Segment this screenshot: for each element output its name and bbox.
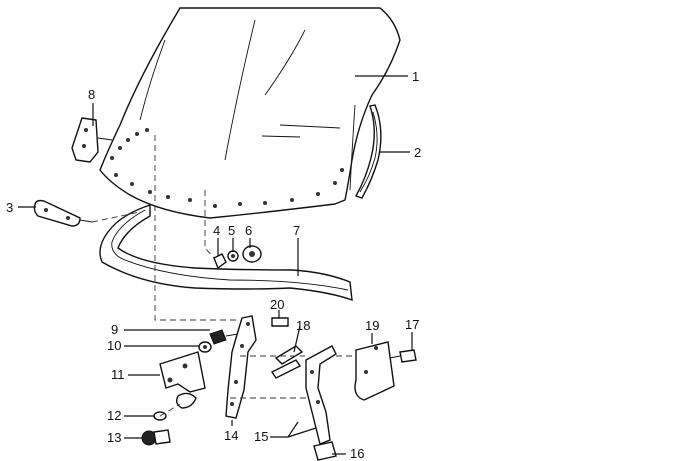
callout-5: 5 — [228, 223, 235, 238]
mounting-plate-part — [159, 351, 206, 409]
screw-part — [141, 429, 171, 446]
clamp-part — [33, 199, 93, 227]
callout-12: 12 — [107, 408, 121, 423]
assembly-lines — [91, 135, 356, 417]
callout-17: 17 — [405, 317, 419, 332]
bottom-clip-part — [313, 441, 337, 461]
washer-part — [198, 341, 212, 353]
callout-10: 10 — [107, 338, 121, 353]
callout-7: 7 — [293, 223, 300, 238]
vertical-bracket-part — [225, 315, 257, 419]
windscreen-part — [99, 7, 401, 219]
block-part — [354, 341, 395, 401]
long-bracket-part — [305, 345, 337, 445]
screw-top-part — [271, 317, 289, 327]
callout-1: 1 — [412, 69, 419, 84]
callout-16: 16 — [350, 446, 364, 461]
callout-4: 4 — [213, 223, 220, 238]
callout-15: 15 — [254, 429, 268, 444]
bolt-part — [209, 329, 239, 345]
callout-18: 18 — [296, 318, 310, 333]
edge-strip-part — [354, 104, 382, 199]
callout-2: 2 — [414, 145, 421, 160]
seal-part — [99, 204, 353, 302]
screw-right-part — [389, 349, 417, 363]
callout-11: 11 — [111, 367, 125, 382]
callout-19: 19 — [365, 318, 379, 333]
callout-8: 8 — [88, 87, 95, 102]
callout-9: 9 — [111, 322, 118, 337]
leader-lines — [18, 75, 413, 455]
clip-part — [270, 345, 304, 379]
callout-14: 14 — [224, 428, 238, 443]
bracket-part — [71, 117, 113, 163]
nut-washer-part — [213, 245, 262, 270]
callout-6: 6 — [245, 223, 252, 238]
callout-20: 20 — [270, 297, 284, 312]
callout-3: 3 — [6, 200, 13, 215]
callout-labels: 1 2 3 4 5 6 7 8 9 10 11 12 13 14 15 16 1… — [6, 69, 421, 461]
callout-13: 13 — [107, 430, 121, 445]
